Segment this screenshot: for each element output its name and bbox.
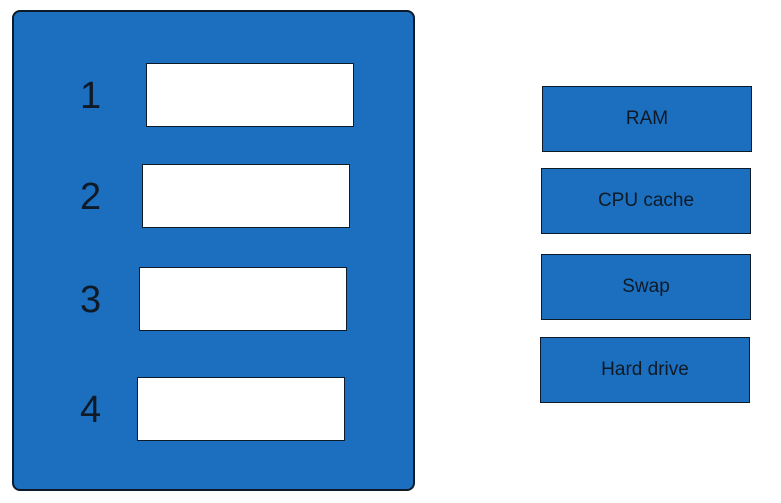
drop-slot-3[interactable] — [139, 267, 347, 331]
drop-slot-4[interactable] — [137, 377, 345, 441]
slot-row-1: 1 — [14, 63, 413, 129]
option-ram[interactable]: RAM — [542, 86, 752, 152]
drop-slot-2[interactable] — [142, 164, 350, 228]
slot-row-3: 3 — [14, 267, 413, 333]
slot-number-2: 2 — [80, 176, 102, 218]
option-hard-drive[interactable]: Hard drive — [540, 337, 750, 403]
ordering-panel: 1 2 3 4 — [12, 10, 415, 491]
slot-number-1: 1 — [80, 75, 102, 117]
drop-slot-1[interactable] — [146, 63, 354, 127]
slot-row-4: 4 — [14, 377, 413, 443]
option-cpu-cache[interactable]: CPU cache — [541, 168, 751, 234]
option-swap[interactable]: Swap — [541, 254, 751, 320]
slot-number-4: 4 — [80, 389, 102, 431]
slot-number-3: 3 — [80, 279, 102, 321]
slot-row-2: 2 — [14, 164, 413, 230]
